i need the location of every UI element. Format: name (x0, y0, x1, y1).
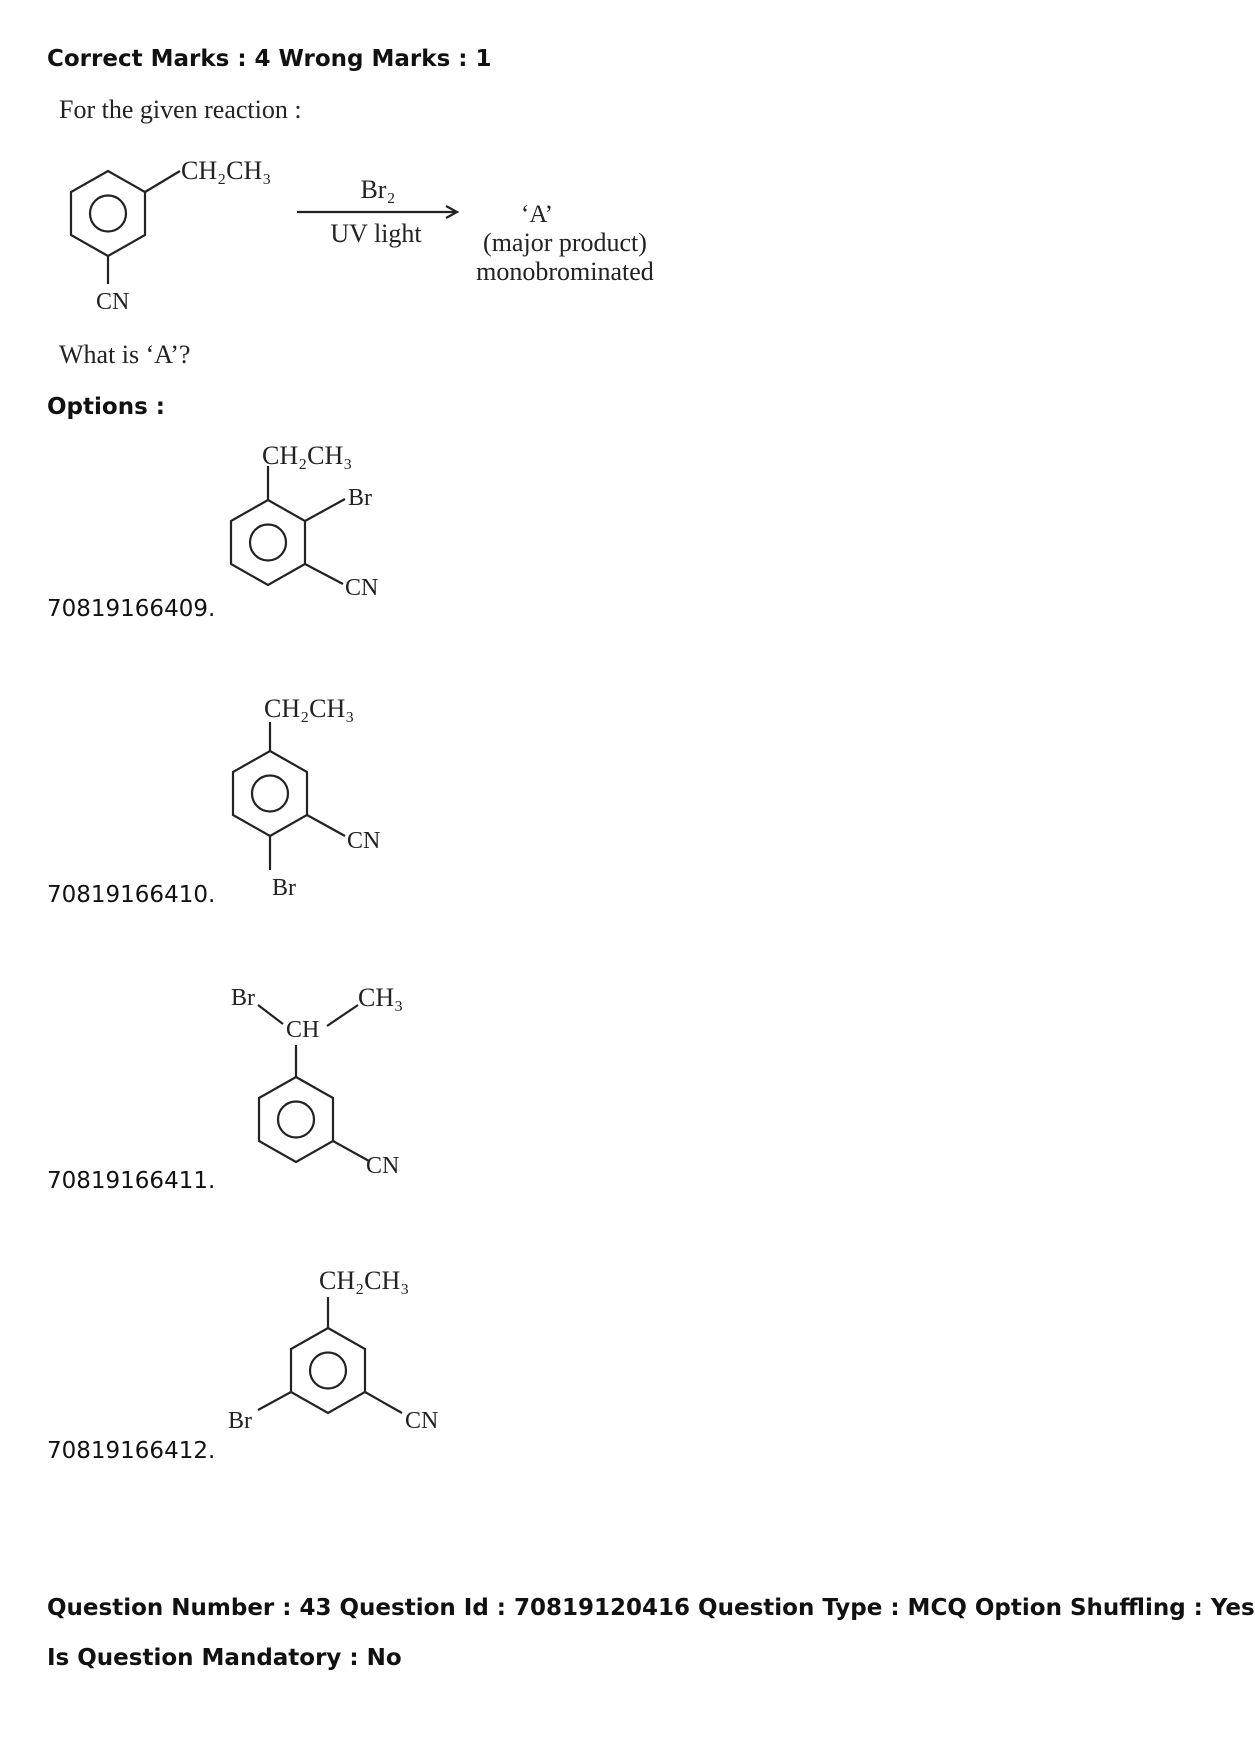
reaction-arrow: Br₂ UV light (297, 175, 460, 248)
product-note-mono: monobrominated (476, 257, 654, 286)
arrow-head-icon (445, 205, 460, 219)
bond-br (257, 1391, 292, 1411)
option-4-id: 70819166412. (47, 1438, 216, 1464)
product-label: ‘A’ (521, 201, 553, 228)
bond-ethyl (144, 170, 181, 193)
option-3-structure: Br CH CH₃ CN (231, 983, 403, 1179)
product-description: ‘A’ (major product) monobrominated (476, 201, 654, 286)
option-3-cn-label: CN (366, 1153, 399, 1179)
question-ask: What is ‘A’? (59, 340, 191, 369)
option-2-id: 70819166410. (47, 882, 216, 908)
option-4-structure: CH₂CH₃ Br CN (228, 1266, 438, 1434)
bond-cn (364, 1391, 403, 1414)
benzene-ring (257, 1075, 335, 1164)
aromatic-circle (250, 774, 290, 813)
reactant-ethyl-label: CH₂CH₃ (181, 156, 271, 185)
marks-line: Correct Marks : 4 Wrong Marks : 1 (47, 46, 492, 72)
option-2-ethyl-label: CH₂CH₃ (264, 694, 354, 723)
bond-cn (332, 1140, 370, 1162)
bond-br (304, 498, 346, 522)
mandatory-line: Is Question Mandatory : No (47, 1645, 402, 1671)
aromatic-circle (248, 523, 288, 562)
option-1-id: 70819166409. (47, 596, 216, 622)
aromatic-circle (276, 1100, 316, 1139)
bond-cn (306, 814, 346, 837)
option-3-br-label: Br (231, 985, 255, 1011)
option-3-methyl-label: CH₃ (358, 983, 403, 1012)
bond-cn (304, 563, 344, 585)
benzene-ring (69, 169, 147, 258)
option-1-br-label: Br (348, 485, 372, 511)
question-intro: For the given reaction : (59, 95, 302, 124)
reagent-label: Br₂ (360, 175, 395, 204)
aromatic-circle (308, 1351, 348, 1390)
product-note-major: (major product) (483, 228, 647, 257)
bond-methyl (326, 1004, 359, 1027)
option-1-ethyl-label: CH₂CH₃ (262, 441, 352, 470)
option-4-br-label: Br (228, 1408, 252, 1434)
option-1-cn-label: CN (345, 575, 378, 601)
option-3-ch-label: CH (286, 1017, 319, 1043)
reactant-cn-label: CN (96, 289, 129, 315)
bond-br (257, 1004, 284, 1025)
reactant-molecule: CH₂CH₃ CN (69, 156, 271, 315)
benzene-ring (229, 498, 307, 587)
benzene-ring (231, 749, 309, 838)
aromatic-circle (88, 194, 128, 233)
option-3-id: 70819166411. (47, 1168, 216, 1194)
question-meta-line: Question Number : 43 Question Id : 70819… (47, 1595, 1255, 1621)
option-1-structure: CH₂CH₃ Br CN (229, 441, 378, 601)
option-2-cn-label: CN (347, 828, 380, 854)
option-4-cn-label: CN (405, 1408, 438, 1434)
options-label: Options : (47, 394, 165, 420)
condition-label: UV light (330, 219, 422, 248)
option-2-structure: CH₂CH₃ CN Br (231, 694, 380, 901)
benzene-ring (289, 1326, 367, 1415)
option-2-br-label: Br (272, 875, 296, 901)
option-4-ethyl-label: CH₂CH₃ (319, 1266, 409, 1295)
